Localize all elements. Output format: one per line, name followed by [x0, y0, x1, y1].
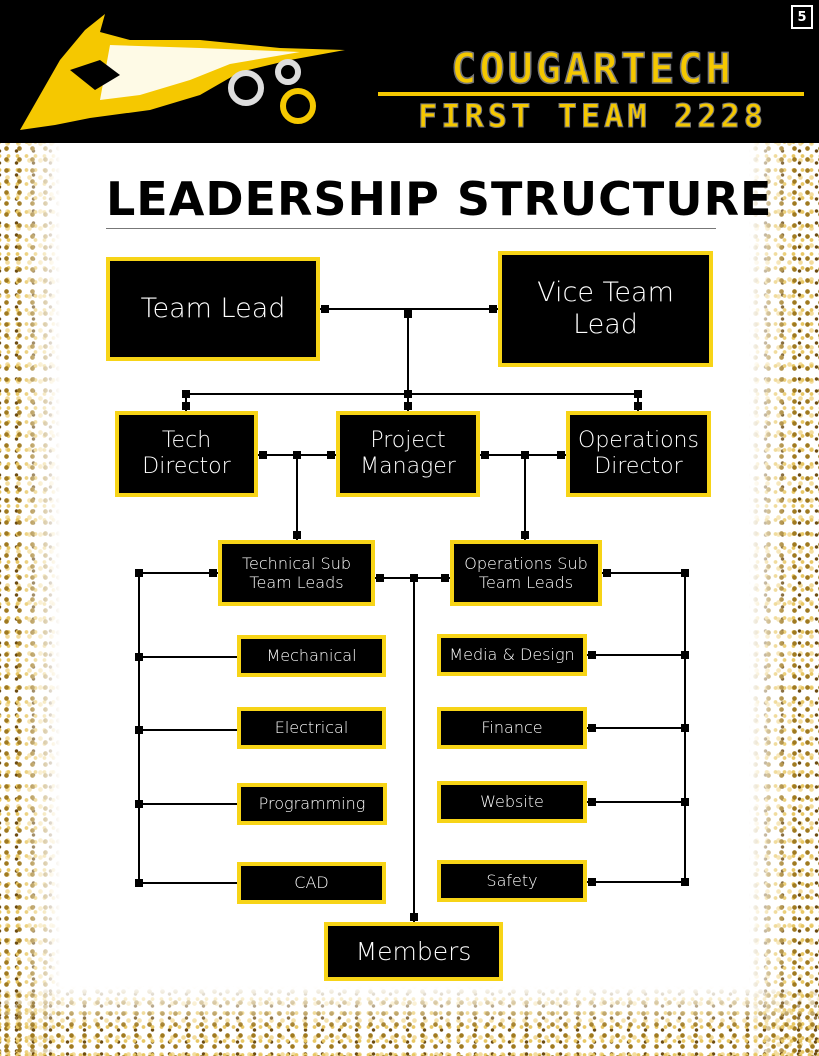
org-box-website: Website	[437, 781, 587, 823]
connector-node	[135, 800, 143, 808]
org-box-mechanical: Mechanical	[237, 635, 386, 677]
org-box-operations-director: Operations Director	[566, 411, 711, 497]
org-box-project-manager: Project Manager	[336, 411, 480, 497]
connector-node	[681, 798, 689, 806]
title-divider	[106, 228, 716, 229]
connector-node	[441, 574, 449, 582]
org-box-operations-sub-team-leads: Operations Sub Team Leads	[450, 540, 602, 606]
connector-node	[321, 305, 329, 313]
connector-node	[681, 651, 689, 659]
connector-node	[293, 531, 301, 539]
page-title: LEADERSHIP STRUCTURE	[106, 172, 773, 226]
gold-dots-decoration-right	[749, 143, 819, 1056]
connector-node	[182, 390, 190, 398]
brand-subtitle: FIRST TEAM 2228	[418, 97, 767, 136]
connector-node	[588, 724, 596, 732]
org-box-cad: CAD	[237, 862, 386, 904]
org-box-media-design: Media & Design	[437, 634, 587, 676]
org-box-members: Members	[324, 922, 503, 981]
connector-node	[376, 574, 384, 582]
connector-node	[135, 726, 143, 734]
connector-node	[603, 569, 611, 577]
connector-node	[404, 402, 412, 410]
connector-node	[489, 305, 497, 313]
connector-node	[182, 402, 190, 410]
connector-node	[681, 724, 689, 732]
connector-node	[588, 878, 596, 886]
org-box-safety: Safety	[437, 860, 587, 902]
connector-node	[135, 569, 143, 577]
connector-node	[293, 451, 301, 459]
gold-dots-decoration-left	[0, 143, 60, 1056]
connector-node	[681, 569, 689, 577]
org-box-tech-director: Tech Director	[115, 411, 258, 497]
org-box-electrical: Electrical	[237, 707, 386, 749]
cougar-logo-icon	[20, 14, 345, 130]
connector-node	[259, 451, 267, 459]
connector-node	[634, 402, 642, 410]
connector-node	[327, 451, 335, 459]
org-box-team-lead: Team Lead	[106, 257, 320, 361]
connector-node	[135, 879, 143, 887]
header-banner: 5 COUGARTECH FIRST TEAM 2228	[0, 0, 819, 143]
connector-node	[481, 451, 489, 459]
connector-node	[404, 390, 412, 398]
connector-node	[521, 531, 529, 539]
page-number: 5	[791, 5, 813, 29]
connector-node	[681, 878, 689, 886]
connector-node	[557, 451, 565, 459]
connector-node	[209, 569, 217, 577]
connector-node	[588, 651, 596, 659]
org-box-vice-team-lead: Vice Team Lead	[498, 251, 713, 367]
connector-node	[634, 390, 642, 398]
connector-node	[135, 653, 143, 661]
gold-dots-decoration-bottom	[0, 986, 819, 1056]
org-box-technical-sub-team-leads: Technical Sub Team Leads	[218, 540, 375, 606]
org-box-programming: Programming	[237, 783, 387, 825]
connector-node	[410, 913, 418, 921]
brand-divider	[378, 92, 804, 96]
connector-node	[404, 310, 412, 318]
brand-name: COUGARTECH	[450, 43, 734, 94]
org-box-finance: Finance	[437, 707, 587, 749]
connector-node	[588, 798, 596, 806]
connector-node	[521, 451, 529, 459]
connector-node	[410, 574, 418, 582]
